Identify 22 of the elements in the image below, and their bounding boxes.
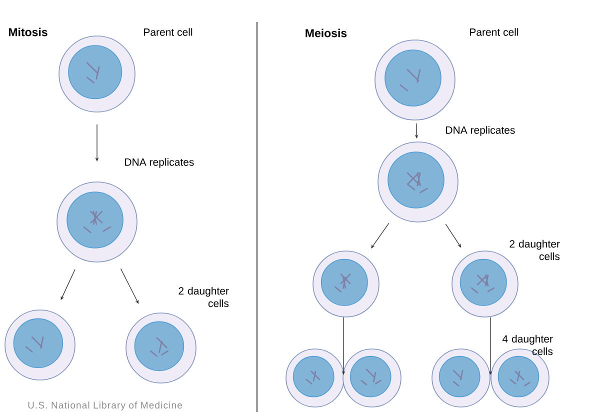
cell-drawing bbox=[56, 182, 138, 262]
cell-drawing bbox=[312, 250, 380, 318]
edge-label: DNA replicates bbox=[444, 125, 516, 137]
cell-drawing bbox=[58, 36, 136, 112]
cell-drawing bbox=[432, 348, 490, 408]
cell-caption: Parent cell bbox=[470, 28, 518, 36]
panel-title: Meiosis bbox=[306, 28, 347, 38]
cell-drawing bbox=[374, 40, 456, 120]
stage-label: 4 daughter cells bbox=[502, 334, 553, 356]
panel-title: Mitosis bbox=[8, 28, 48, 36]
cell-drawing bbox=[378, 142, 458, 222]
cell-caption: Parent cell bbox=[144, 28, 192, 36]
cell-drawing bbox=[286, 348, 344, 408]
stage-label: 2 daughter cells bbox=[510, 240, 560, 260]
stage-label: 2 daughter cells bbox=[178, 286, 229, 308]
cell-drawing bbox=[342, 348, 402, 408]
credit-text: U.S. National Library of Medicine bbox=[28, 402, 182, 410]
cell-drawing bbox=[452, 250, 518, 318]
edge-label: DNA replicates bbox=[123, 157, 196, 169]
cell-drawing bbox=[126, 312, 196, 384]
arrow bbox=[120, 268, 139, 304]
cell-drawing bbox=[4, 310, 76, 380]
